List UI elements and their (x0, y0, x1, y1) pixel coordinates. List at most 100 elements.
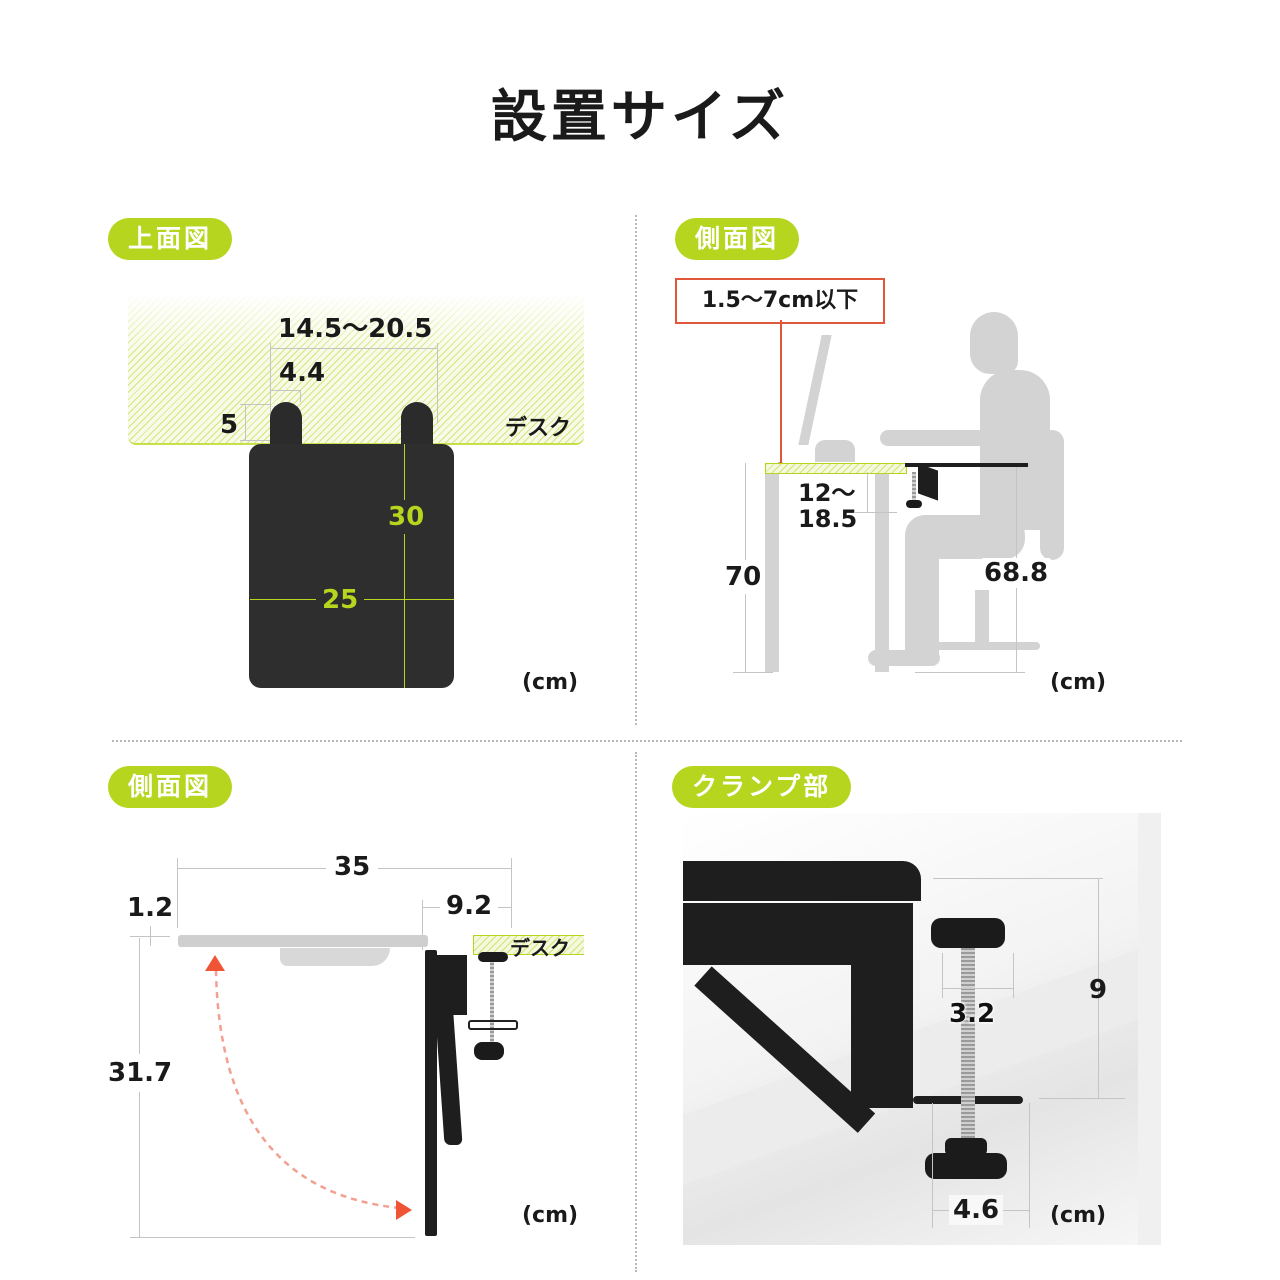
clamp-label: クランプ部 (672, 766, 852, 808)
photo-bracket-vertical (851, 903, 913, 1108)
clamp-tab-right (401, 402, 433, 444)
armrest-bracket (918, 463, 938, 501)
dim-tick (240, 440, 270, 441)
dim-tick (240, 404, 270, 405)
desk-thickness-callout: 1.5～7cm以下 (675, 278, 885, 324)
screw-diameter-line (942, 988, 1014, 989)
tab-width-line (270, 390, 300, 391)
folded-arm (435, 1015, 463, 1145)
page-title: 設置サイズ (490, 85, 790, 150)
chair-back (1040, 430, 1064, 560)
desk-height-value: 70 (725, 562, 762, 592)
fold-clamp-bottom-knob (474, 1042, 504, 1060)
depth-guide-line (404, 444, 405, 688)
pad-diameter-value: 4.6 (953, 1195, 1000, 1225)
side-view-fold-label: 側面図 (108, 766, 233, 808)
fold-clamp-top-knob (478, 952, 508, 962)
label-bg: 4.6 (949, 1195, 1004, 1225)
clamp-opening-line (1098, 878, 1099, 1098)
folded-tray (425, 950, 437, 1236)
clamp-screw (912, 472, 916, 502)
desk-top-side (765, 463, 907, 474)
folded-bracket (437, 955, 467, 1015)
fold-clamp-screw (490, 955, 494, 1045)
clamp-reach-line (867, 472, 868, 512)
label-bg: 68.8 (980, 558, 1053, 588)
board-depth-value: 30 (386, 500, 427, 534)
desk-leg-back (875, 470, 889, 672)
thickness-value: 1.2 (127, 893, 174, 923)
photo-top-knob (931, 918, 1005, 948)
chair-post (975, 590, 989, 645)
dim-tick (130, 1237, 415, 1238)
dim-tick (915, 672, 1025, 673)
dim-tick (130, 936, 170, 937)
arrow-head-right-icon (396, 1200, 412, 1220)
clamp-spacing-value: 14.5～20.5 (278, 314, 433, 344)
photo-clamp-screw (961, 948, 975, 1148)
dim-tick (177, 858, 178, 928)
clamp-length-value: 9.2 (446, 891, 493, 921)
monitor-silhouette (798, 335, 832, 445)
fold-clamp-plate (468, 1020, 518, 1030)
ghost-bracket (280, 948, 390, 966)
dim-tick (855, 512, 897, 513)
clamp-knob (906, 500, 922, 508)
unit-label: (cm) (1050, 670, 1107, 695)
fold-direction-arrow-icon (214, 969, 401, 1210)
dim-tick (422, 900, 423, 950)
label-bg: 35 (326, 852, 379, 882)
board-width-value: 25 (316, 583, 365, 617)
person-torso (980, 370, 1050, 530)
dim-tick (511, 858, 512, 928)
dim-tick (733, 672, 773, 673)
desk-edge (473, 935, 584, 955)
unit-label: (cm) (522, 1203, 579, 1228)
person-shin (905, 540, 939, 658)
dim-tick (437, 343, 438, 423)
unit-label: (cm) (1050, 1203, 1107, 1228)
desk-label-fold: デスク (510, 936, 570, 960)
clamp-opening-value: 9 (1089, 975, 1108, 1005)
clamp-reach-line2: 18.5 (798, 505, 858, 533)
side-view-label: 側面図 (675, 218, 800, 260)
photo-armrest-board (683, 861, 921, 901)
unit-label: (cm) (522, 670, 579, 695)
desk-label: デスク (505, 416, 572, 441)
chair-base (930, 642, 1040, 650)
armrest-tray (905, 463, 1028, 467)
dim-tick (1013, 953, 1014, 998)
callout-leader-line (780, 320, 782, 466)
dim-tick (932, 1103, 933, 1228)
label-bg: 9.2 (440, 891, 499, 921)
tab-depth-value: 5 (220, 410, 239, 440)
label-bg: 31.7 (108, 1054, 173, 1092)
tray-height-value: 68.8 (984, 558, 1049, 588)
unfolded-tray-ghost (178, 935, 428, 947)
photo-wall (1138, 813, 1161, 1245)
tab-width-value: 4.4 (279, 358, 326, 388)
person-head (970, 312, 1018, 374)
dim-tick (270, 343, 271, 423)
clamp-reach-value: 12～ 18.5 (798, 480, 857, 532)
clamp-photo: 9 3.2 4.6 (cm) (683, 813, 1161, 1245)
clamp-reach-line1: 12～ (798, 479, 856, 507)
dim-tick (1029, 1103, 1030, 1228)
screw-diameter-value: 3.2 (949, 999, 996, 1029)
vertical-divider-top (635, 215, 637, 725)
total-length-value: 35 (334, 852, 371, 882)
person-arm (880, 430, 990, 446)
desk-surface (128, 293, 584, 445)
clamp-opening-top-tick (933, 878, 1103, 879)
dim-tick (942, 953, 943, 998)
photo-bottom-knob-hub (945, 1138, 987, 1156)
armrest-board (249, 444, 454, 688)
vertical-divider-bottom (635, 752, 637, 1272)
clamp-tab-left (270, 402, 302, 444)
folded-height-value: 31.7 (108, 1058, 173, 1088)
label-bg: 70 (725, 560, 762, 594)
desk-leg-front (765, 470, 779, 672)
photo-bottom-knob (925, 1153, 1007, 1179)
arrow-head-up-icon (205, 955, 225, 971)
clamp-opening-bottom-tick (1039, 1098, 1125, 1099)
